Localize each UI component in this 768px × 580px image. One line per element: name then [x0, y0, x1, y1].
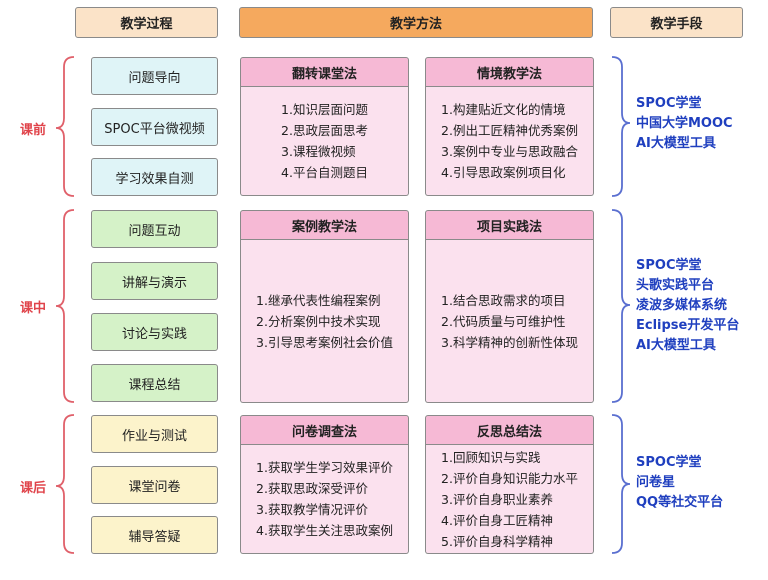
method-item: 1.知识层面问题	[281, 102, 368, 117]
method-item: 3.课程微视频	[281, 144, 356, 159]
header-means: 教学手段	[610, 7, 743, 38]
method-title: 反思总结法	[425, 415, 594, 445]
tool-item: 头歌实践平台	[636, 278, 715, 293]
method-item: 2.分析案例中技术实现	[256, 313, 381, 329]
method-item: 2.评价自身知识能力水平	[441, 470, 578, 486]
tool-item: QQ等社交平台	[636, 495, 724, 510]
tool-item: Eclipse开发平台	[636, 318, 740, 333]
method-item: 4.获取学生关注思政案例	[256, 523, 393, 538]
method-item: 1.结合思政需求的项目	[441, 292, 566, 308]
tool-item: AI大模型工具	[636, 338, 716, 353]
method-body: 1.获取学生学习效果评价 2.获取思政深受评价 3.获取教学情况评价 4.获取学…	[240, 445, 409, 554]
header-methods: 教学方法	[239, 7, 593, 38]
method-item: 3.科学精神的创新性体现	[441, 334, 578, 350]
phase-label-in: 课中	[20, 301, 47, 316]
tools-list-post: SPOC学堂 问卷星 QQ等社交平台	[636, 453, 723, 513]
step-box: 问题导向	[91, 57, 218, 95]
left-bracket-in	[55, 209, 75, 403]
step-box: 课堂问卷	[91, 466, 218, 504]
header-process: 教学过程	[75, 7, 218, 38]
step-box: 讨论与实践	[91, 313, 218, 351]
method-title: 翻转课堂法	[240, 57, 409, 87]
tools-list-in: SPOC学堂 头歌实践平台 凌波多媒体系统 Eclipse开发平台 AI大模型工…	[636, 256, 739, 356]
step-box: 作业与测试	[91, 415, 218, 453]
step-box: 问题互动	[91, 210, 218, 248]
tool-item: SPOC学堂	[636, 258, 702, 273]
left-bracket-post	[55, 414, 75, 554]
left-bracket-pre	[55, 56, 75, 197]
method-item: 4.引导思政案例项目化	[441, 165, 566, 180]
step-box: 辅导答疑	[91, 516, 218, 554]
method-item: 2.例出工匠精神优秀案例	[441, 123, 578, 138]
method-item: 2.代码质量与可维护性	[441, 313, 566, 329]
method-body: 1.继承代表性编程案例 2.分析案例中技术实现 3.引导思考案例社会价值	[240, 240, 409, 403]
method-title: 情境教学法	[425, 57, 594, 87]
step-box: 课程总结	[91, 364, 218, 402]
method-item: 2.获取思政深受评价	[256, 481, 368, 496]
right-bracket-post	[611, 414, 631, 554]
tool-item: 问卷星	[636, 475, 676, 490]
method-title: 项目实践法	[425, 210, 594, 240]
tool-item: SPOC学堂	[636, 96, 702, 111]
tool-item: AI大模型工具	[636, 136, 716, 151]
method-body: 1.结合思政需求的项目 2.代码质量与可维护性 3.科学精神的创新性体现	[425, 240, 594, 403]
method-item: 1.获取学生学习效果评价	[256, 460, 393, 475]
method-item: 5.评价自身科学精神	[441, 533, 553, 549]
method-item: 3.评价自身职业素养	[441, 491, 553, 507]
phase-label-post: 课后	[20, 481, 47, 496]
right-bracket-pre	[611, 56, 631, 197]
method-item: 1.回顾知识与实践	[441, 449, 541, 465]
method-title: 案例教学法	[240, 210, 409, 240]
step-box: 学习效果自测	[91, 158, 218, 196]
method-body: 1.构建贴近文化的情境 2.例出工匠精神优秀案例 3.案例中专业与思政融合 4.…	[425, 87, 594, 196]
tool-item: 凌波多媒体系统	[636, 298, 728, 313]
method-item: 4.平台自测题目	[281, 165, 368, 180]
method-item: 2.思政层面思考	[281, 123, 368, 138]
tools-list-pre: SPOC学堂 中国大学MOOC AI大模型工具	[636, 94, 733, 154]
method-item: 4.评价自身工匠精神	[441, 512, 553, 528]
method-item: 1.继承代表性编程案例	[256, 292, 381, 308]
method-item: 3.获取教学情况评价	[256, 502, 368, 517]
right-bracket-in	[611, 209, 631, 403]
tool-item: 中国大学MOOC	[636, 116, 733, 131]
step-box: 讲解与演示	[91, 262, 218, 300]
method-item: 3.引导思考案例社会价值	[256, 334, 393, 350]
step-box: SPOC平台微视频	[91, 108, 218, 146]
method-body: 1.知识层面问题 2.思政层面思考 3.课程微视频 4.平台自测题目	[240, 87, 409, 196]
tool-item: SPOC学堂	[636, 455, 702, 470]
method-body: 1.回顾知识与实践 2.评价自身知识能力水平 3.评价自身职业素养 4.评价自身…	[425, 445, 594, 554]
method-title: 问卷调查法	[240, 415, 409, 445]
phase-label-pre: 课前	[20, 123, 47, 138]
method-item: 1.构建贴近文化的情境	[441, 102, 566, 117]
method-item: 3.案例中专业与思政融合	[441, 144, 578, 159]
